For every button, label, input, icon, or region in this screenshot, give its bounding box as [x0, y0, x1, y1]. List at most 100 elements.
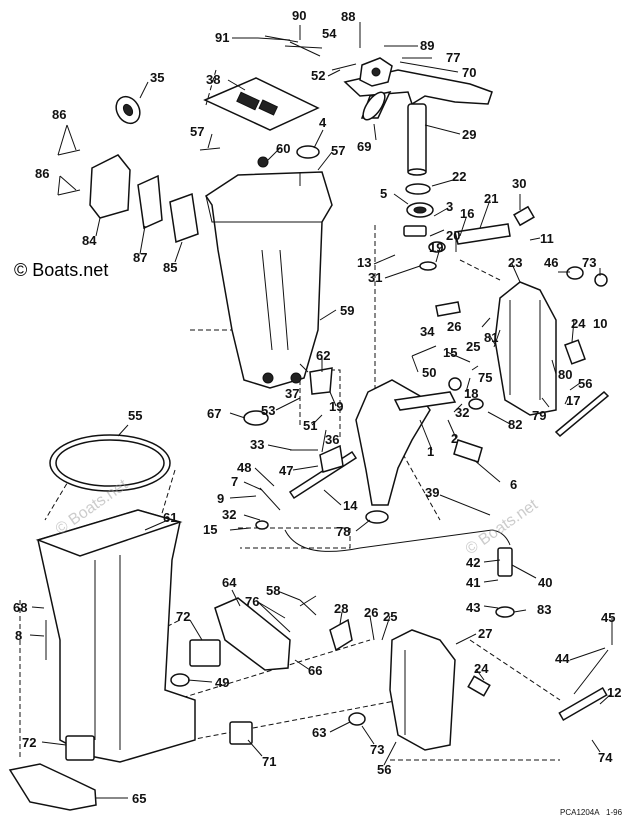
callout: 15 [203, 522, 217, 537]
callout: 20 [446, 228, 460, 243]
callout: 58 [266, 583, 280, 598]
callout: 87 [133, 250, 147, 265]
callout: 25 [383, 609, 397, 624]
callout: 66 [308, 663, 322, 678]
callout: 1 [427, 444, 434, 459]
callout: 69 [357, 139, 371, 154]
callout: 36 [325, 432, 339, 447]
callout: 22 [452, 169, 466, 184]
callout: 29 [462, 127, 476, 142]
callout: 13 [357, 255, 371, 270]
callout: 2 [451, 431, 458, 446]
callout: 9 [217, 491, 224, 506]
callout: 91 [215, 30, 229, 45]
callout: 71 [262, 754, 276, 769]
callout: 12 [607, 685, 621, 700]
callout: 62 [316, 348, 330, 363]
callout: 6 [510, 477, 517, 492]
stern-bracket-upper [494, 281, 557, 416]
callout: 88 [341, 9, 355, 24]
callout: 77 [446, 50, 460, 65]
callout: 89 [420, 38, 434, 53]
watermark: © Boats.net [14, 260, 108, 280]
callout: 17 [566, 393, 580, 408]
callout: 24 [474, 661, 489, 676]
callout: 28 [334, 601, 348, 616]
callout: 68 [13, 600, 27, 615]
callout: 72 [22, 735, 36, 750]
callout: 35 [150, 70, 164, 85]
callout: 23 [508, 255, 522, 270]
callout: 10 [593, 316, 607, 331]
callout: 45 [601, 610, 615, 625]
callout: 4 [319, 115, 327, 130]
callout: 61 [163, 510, 177, 525]
callout: 72 [176, 609, 190, 624]
callout: 44 [555, 651, 570, 666]
dashed-assembly-lines [19, 69, 561, 761]
grommet [115, 95, 141, 125]
callout: 59 [340, 303, 354, 318]
swivel-bracket [355, 379, 457, 506]
callout: 24 [571, 316, 586, 331]
hardware [257, 145, 608, 726]
callout: 54 [322, 26, 337, 41]
callout: 53 [261, 403, 275, 418]
callout: 25 [466, 339, 480, 354]
callout: 51 [303, 418, 317, 433]
callout: 81 [484, 330, 498, 345]
figure-date: 1-96 [606, 808, 623, 817]
rubber-pads [65, 510, 389, 761]
callout: 39 [425, 485, 439, 500]
upper-mount-plate [203, 77, 320, 131]
leader-lines [29, 22, 613, 799]
callout: 57 [331, 143, 345, 158]
callout: 19 [429, 240, 443, 255]
callout: 76 [245, 594, 259, 609]
callout: 82 [508, 417, 522, 432]
callout: 79 [532, 408, 546, 423]
callout: 34 [420, 324, 435, 339]
steering-arm-assembly [343, 57, 493, 271]
callout: 84 [82, 233, 97, 248]
callout: 19 [329, 399, 343, 414]
side-covers [89, 154, 199, 244]
callout: 41 [466, 575, 480, 590]
callout: 48 [237, 460, 251, 475]
gaskets [49, 410, 269, 530]
callout: 57 [190, 124, 204, 139]
callout: 78 [336, 524, 350, 539]
callout: 31 [368, 270, 382, 285]
callout: 73 [370, 742, 384, 757]
skeg-cover [8, 763, 97, 811]
callout: 47 [279, 463, 293, 478]
callout: 74 [598, 750, 613, 765]
callout: 30 [512, 176, 526, 191]
callout: 43 [466, 600, 480, 615]
lower-housing [35, 509, 196, 763]
callout: 67 [207, 406, 221, 421]
callout: 3 [446, 199, 453, 214]
callout: 32 [222, 507, 236, 522]
callout: 75 [478, 370, 492, 385]
callout: 38 [206, 72, 220, 87]
stern-bracket-lower [389, 629, 456, 751]
callout: 46 [544, 255, 558, 270]
bolts [45, 35, 437, 660]
callout: 18 [464, 386, 478, 401]
callout: 14 [343, 498, 358, 513]
callout: 90 [292, 8, 306, 23]
exhaust-housing [204, 171, 333, 389]
callout: 86 [35, 166, 49, 181]
callout: 11 [540, 231, 554, 246]
callout: 85 [163, 260, 177, 275]
lower-mount-bracket [214, 597, 291, 671]
callout: 55 [128, 408, 142, 423]
callout: 37 [285, 386, 299, 401]
callout: 16 [460, 206, 474, 221]
callout: 32 [455, 405, 469, 420]
callout: 7 [231, 474, 238, 489]
callout: 27 [478, 626, 492, 641]
tubes-and-rods [284, 223, 610, 721]
